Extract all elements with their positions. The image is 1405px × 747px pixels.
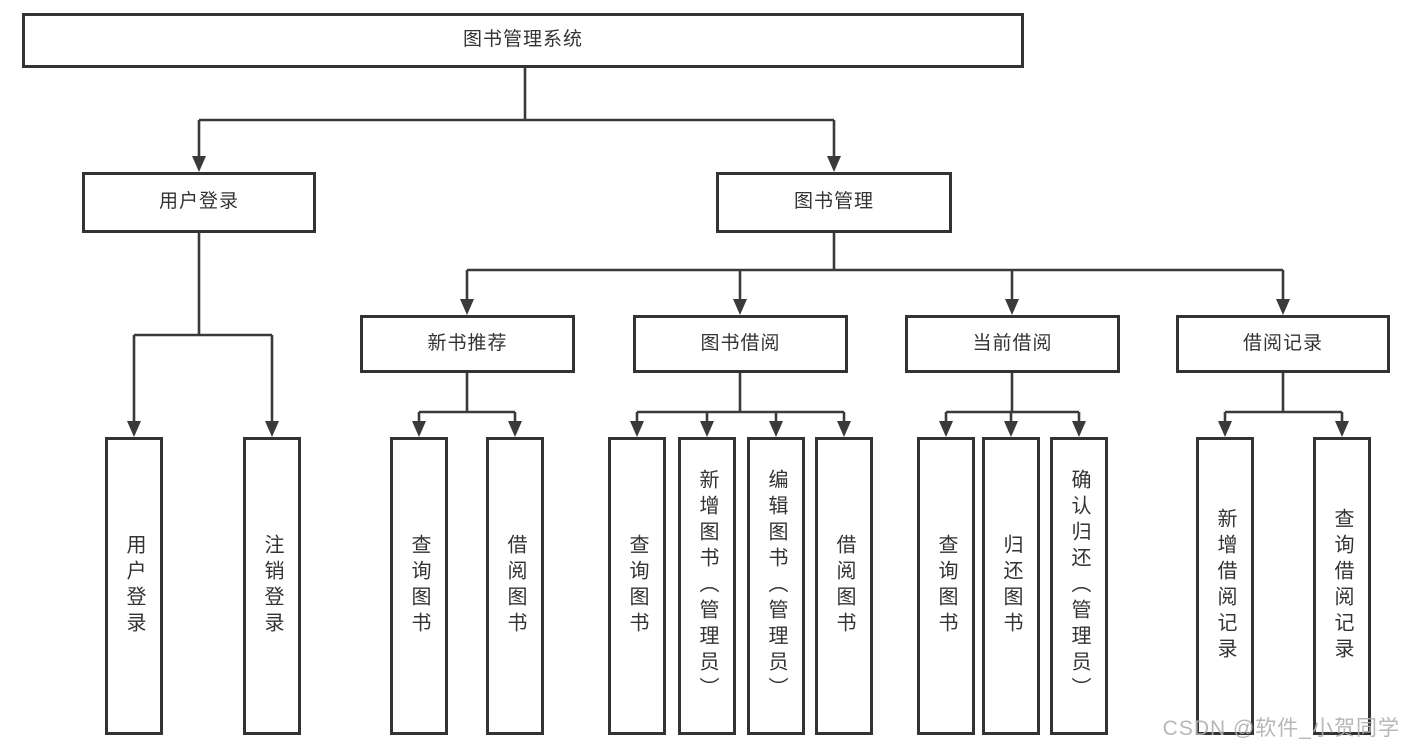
csdn-watermark: CSDN @软件_小贺同学 <box>1162 717 1400 740</box>
leaf-confirm-return-admin: 确认归还（管理员） <box>1050 437 1108 735</box>
leaf-user-login: 用户登录 <box>105 437 163 735</box>
leaf-return-books: 归还图书 <box>982 437 1040 735</box>
leaf-logout: 注销登录 <box>243 437 301 735</box>
node-borrowing-records: 借阅记录 <box>1176 315 1390 373</box>
leaf-query-books-borrowing: 查询图书 <box>608 437 666 735</box>
leaf-query-borrow-record: 查询借阅记录 <box>1313 437 1371 735</box>
node-book-management: 图书管理 <box>716 172 952 233</box>
leaf-add-books-admin: 新增图书（管理员） <box>678 437 736 735</box>
leaf-borrow-books-borrowing: 借阅图书 <box>815 437 873 735</box>
node-current-borrowing: 当前借阅 <box>905 315 1120 373</box>
leaf-borrow-books-recommend: 借阅图书 <box>486 437 544 735</box>
leaf-edit-books-admin: 编辑图书（管理员） <box>747 437 805 735</box>
node-book-borrowing: 图书借阅 <box>633 315 848 373</box>
leaf-add-borrow-record: 新增借阅记录 <box>1196 437 1254 735</box>
node-new-book-recommendation: 新书推荐 <box>360 315 575 373</box>
leaf-query-books-current: 查询图书 <box>917 437 975 735</box>
node-library-management-system: 图书管理系统 <box>22 13 1024 68</box>
node-user-login: 用户登录 <box>82 172 316 233</box>
leaf-query-books-recommend: 查询图书 <box>390 437 448 735</box>
